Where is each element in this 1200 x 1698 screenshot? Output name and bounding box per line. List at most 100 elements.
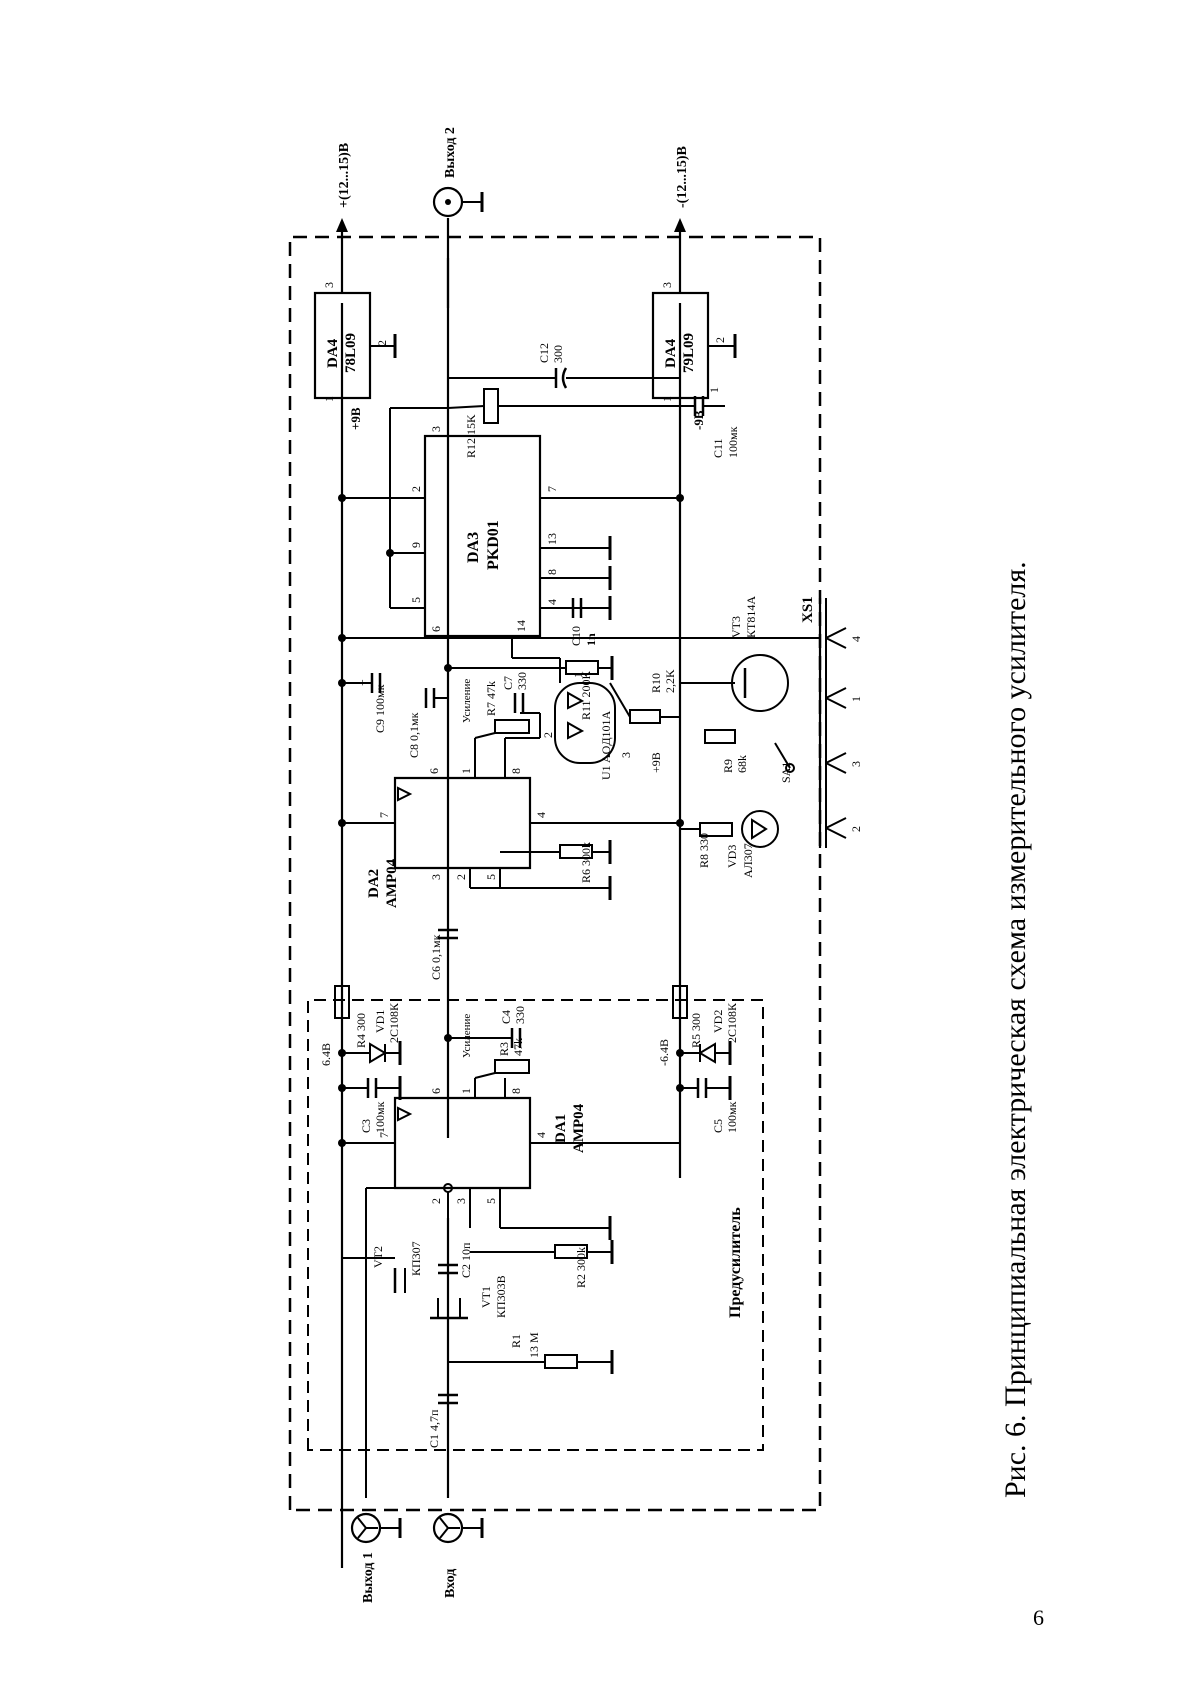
da3-pin4: 4 (545, 599, 559, 605)
da3-chip (425, 436, 540, 636)
da3-part: PKD01 (485, 520, 502, 570)
r10-value: 2,2K (663, 669, 677, 693)
r4-label: R4 300 (354, 1013, 368, 1048)
vt1-part: КП303В (494, 1275, 508, 1318)
c7-value: 330 (515, 672, 529, 690)
da4-pos-part: 78L09 (343, 333, 359, 373)
plus-supply-label: +(12...15)В (337, 143, 352, 208)
da1-pin4: 4 (534, 1132, 548, 1138)
c3-label: C3 (359, 1119, 373, 1133)
xs1-pin2-label: 2 (849, 826, 863, 832)
vd3-part: АЛ307 (741, 843, 755, 878)
da1-part: AMP04 (571, 1103, 587, 1153)
da4-pos-pin1: 1 (322, 396, 336, 402)
da1-ref: DA1 (553, 1114, 569, 1143)
rail-plus9: +9В (348, 407, 363, 430)
u1-supply: +9В (649, 752, 663, 773)
xs1-pin-4[interactable] (826, 628, 846, 648)
vt2-part: КП307 (409, 1241, 423, 1276)
da3-pin14: 14 (514, 620, 528, 632)
r1-label: R1 (509, 1334, 523, 1348)
r9-resistor (705, 730, 735, 743)
da2-pin2: 2 (454, 874, 468, 880)
xs1-pin-2[interactable] (826, 818, 846, 838)
da4-pos-ref: DA4 (325, 338, 341, 368)
vd2-part: 2С108К (725, 1002, 739, 1043)
c1-label: C1 4,7п (427, 1409, 441, 1448)
vt3-part: КТ814А (744, 596, 758, 638)
r3-label: R3 (497, 1042, 511, 1056)
c11-label: C11 (711, 438, 725, 458)
vt1-label: VT1 (479, 1286, 493, 1308)
c4-value: 330 (513, 1006, 527, 1024)
c5-label: C5 (711, 1119, 725, 1133)
c7-label: C7 (501, 676, 515, 690)
r7-potentiometer[interactable] (495, 720, 529, 733)
gain-label-2: Усиление (461, 679, 473, 723)
c6-label: C6 0,1мк (429, 934, 443, 980)
vt2-label: VT2 (371, 1246, 385, 1268)
gain-label-1: Усиление (461, 1014, 473, 1058)
da2-pin6: 6 (427, 768, 441, 774)
vd3-label: VD3 (725, 845, 739, 868)
xs1-pin-3[interactable] (826, 753, 846, 773)
da1-pin3: 3 (454, 1198, 468, 1204)
c12-value: 300 (551, 345, 565, 363)
r12-resistor (484, 389, 498, 423)
r1-value: 13 М (527, 1332, 541, 1358)
da2-pin4: 4 (534, 812, 548, 818)
c11-value: 100мк (726, 426, 740, 458)
c9-label: C9 100мк (373, 684, 387, 733)
r5-label: R5 300 (689, 1013, 703, 1048)
preamp-label: Предусилитель (727, 1207, 744, 1318)
preamp-enclosure (308, 1000, 763, 1450)
da2-pin3: 3 (429, 874, 443, 880)
c11-pin: 1 (707, 387, 721, 393)
da3-ref: DA3 (465, 532, 482, 563)
input-label: Вход (443, 1569, 458, 1598)
da1-pin2: 2 (429, 1198, 443, 1204)
u1-pin3: 3 (619, 752, 633, 758)
sa1-label: SA1 (779, 762, 793, 783)
da3-pin8: 8 (545, 569, 559, 575)
output2-label: Выход 2 (443, 127, 458, 178)
da4-neg-part: 79L09 (681, 333, 697, 373)
c5-value: 100мк (725, 1101, 739, 1133)
r10-resistor (630, 710, 660, 723)
c10-value: 1n (584, 633, 598, 646)
r2-label: R2 300k (574, 1247, 588, 1288)
page-number: 6 (1033, 1605, 1044, 1631)
c10-label: C10 (569, 626, 583, 646)
da4-neg-pin2: 2 (713, 337, 727, 343)
plus-supply-arrow (336, 218, 348, 232)
xs1-pin1-label: 1 (849, 696, 863, 702)
r9-label: R9 (721, 759, 735, 773)
r3-potentiometer[interactable] (495, 1060, 529, 1073)
da4-pos-pin3: 3 (322, 282, 336, 288)
xs1-pin3-label: 3 (849, 761, 863, 767)
rail-plus64: 6.4В (319, 1043, 333, 1066)
vd1-part: 2С108К (387, 1002, 401, 1043)
da4-neg-pin1: 1 (660, 396, 674, 402)
da4-pos-pin2: 2 (375, 340, 389, 346)
svg-text:+: + (355, 679, 369, 686)
vt3-label: VT3 (729, 616, 743, 638)
da3-pin13: 13 (545, 533, 559, 545)
da2-pin7: 7 (377, 812, 391, 818)
da3-pin7: 7 (545, 486, 559, 492)
vd1-zener (370, 1044, 385, 1062)
u1-pin1: 1 (571, 672, 585, 678)
vt3-transistor (732, 655, 788, 711)
vd3-led (742, 811, 778, 847)
minus-supply-arrow (674, 218, 686, 232)
xs1-label: XS1 (800, 596, 816, 623)
da2-ref: DA2 (366, 869, 382, 898)
minus-supply-label: -(12...15)В (675, 146, 690, 208)
u1-pin2: 2 (541, 732, 555, 738)
xs1-pin-1[interactable] (826, 688, 846, 708)
rail-minus64: -6.4В (657, 1039, 671, 1066)
da2-part: AMP04 (384, 858, 400, 908)
r10-label: R10 (649, 673, 663, 693)
r7-label: R7 47k (484, 681, 498, 716)
da1-pin6: 6 (429, 1088, 443, 1094)
